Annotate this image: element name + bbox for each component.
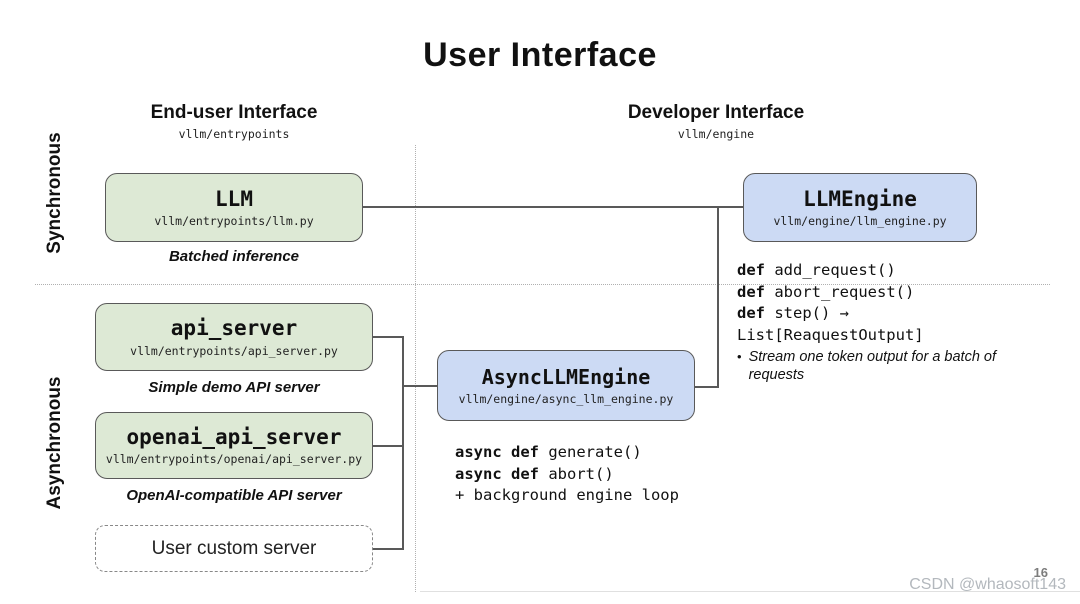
developer-interface-label: Developer Interface (627, 102, 805, 123)
node-api-server-title: api_server (170, 316, 298, 341)
wire-apiserver-stub (373, 336, 404, 338)
code-text: abort() (539, 464, 614, 483)
node-openai-api-server-path: vllm/entrypoints/openai/api_server.py (105, 452, 363, 467)
node-openai-api-server: openai_api_server vllm/entrypoints/opena… (95, 412, 373, 479)
code-text: List[ReaquestOutput] (737, 325, 924, 344)
node-api-server: api_server vllm/entrypoints/api_server.p… (95, 303, 373, 371)
wire-openai-stub (373, 445, 404, 447)
code-text: generate() (539, 443, 642, 461)
wire-llmengine-down (717, 206, 719, 387)
watermark: CSDN @whaosoft143 (909, 576, 1066, 593)
code-line: async def generate() (455, 442, 745, 464)
code-text: + background engine loop (455, 486, 679, 504)
stream-note: • Stream one token output for a batch of… (737, 348, 1067, 384)
end-user-interface-label: End-user Interface (150, 102, 318, 123)
code-text: step() → (765, 304, 849, 322)
code-line: + background engine loop (455, 485, 745, 507)
node-openai-api-server-title: openai_api_server (126, 424, 342, 449)
caption-batched-inference: Batched inference (168, 248, 300, 265)
node-llm-engine-path: vllm/engine/llm_engine.py (773, 214, 947, 229)
wire-custom-stub (373, 548, 404, 550)
code-line: def abort_request() (737, 282, 1067, 304)
wire-bus-to-asyncengine (402, 385, 437, 387)
wire-left-bus (402, 336, 404, 550)
row-divider-dotted (35, 284, 1050, 285)
code-keyword: def (737, 261, 765, 279)
code-line: async def abort() (455, 464, 745, 486)
bullet-icon: • (737, 349, 742, 364)
row-label-synchronous: Synchronous (44, 132, 65, 254)
code-text: abort_request() (765, 282, 915, 301)
node-async-llm-engine-title: AsyncLLMEngine (481, 364, 651, 389)
column-header-end-user: End-user Interface vllm/entrypoints (84, 102, 384, 141)
caption-openai-compatible: OpenAI-compatible API server (126, 487, 342, 504)
node-async-llm-engine-path: vllm/engine/async_llm_engine.py (458, 391, 674, 406)
code-keyword: def (737, 304, 765, 322)
code-keyword: async def (455, 443, 539, 461)
end-user-interface-path: vllm/entrypoints (178, 127, 290, 141)
page-title: User Interface (423, 36, 657, 74)
row-label-asynchronous: Asynchronous (44, 376, 65, 510)
async-engine-api-notes: async def generate() async def abort() +… (455, 442, 745, 507)
node-llm-engine-title: LLMEngine (803, 186, 917, 211)
code-keyword: def (737, 282, 765, 301)
code-line: def add_request() (737, 260, 1067, 282)
node-user-custom-server: User custom server (95, 525, 373, 572)
code-text: add_request() (765, 261, 896, 279)
wire-asyncengine-right (695, 386, 719, 388)
developer-interface-path: vllm/engine (677, 127, 755, 141)
page-number: 16 (1033, 565, 1048, 580)
bottom-divider (420, 591, 1080, 592)
column-header-developer: Developer Interface vllm/engine (566, 102, 866, 141)
wire-llm-to-llmengine (363, 206, 743, 208)
node-api-server-path: vllm/entrypoints/api_server.py (130, 343, 338, 358)
node-llm-engine: LLMEngine vllm/engine/llm_engine.py (743, 173, 977, 242)
node-llm-title: LLM (215, 186, 253, 211)
node-user-custom-server-title: User custom server (151, 537, 317, 559)
code-line: List[ReaquestOutput] (737, 325, 1067, 347)
llm-engine-api-notes: def add_request() def abort_request() de… (737, 260, 1067, 384)
caption-simple-demo: Simple demo API server (148, 379, 320, 396)
stream-note-text: Stream one token output for a batch of r… (748, 349, 997, 383)
node-async-llm-engine: AsyncLLMEngine vllm/engine/async_llm_eng… (437, 350, 695, 421)
code-keyword: async def (455, 464, 539, 483)
code-line: def step() → (737, 303, 1067, 325)
node-llm-path: vllm/entrypoints/llm.py (154, 214, 314, 229)
node-llm: LLM vllm/entrypoints/llm.py (105, 173, 363, 242)
column-divider-dotted (415, 145, 416, 592)
